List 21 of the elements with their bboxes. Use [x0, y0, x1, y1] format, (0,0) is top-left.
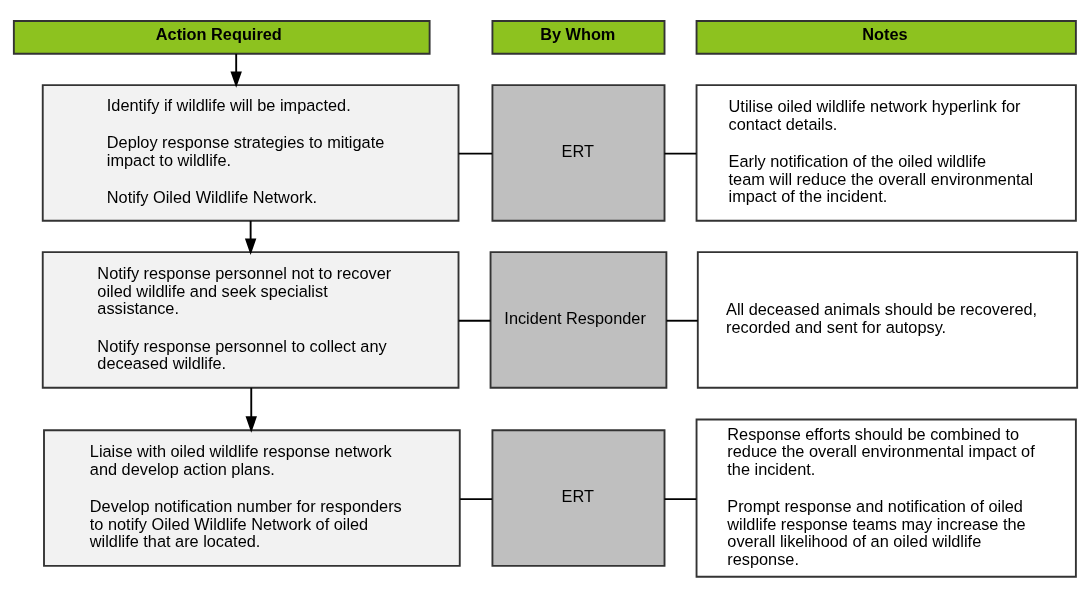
connector: [665, 319, 699, 322]
node-box: Response efforts should be combined to reduce the overall environmental impact of the incident. Prompt response and notification of oiled wildlife response teams may increase the overall likelihood of an oiled wildlife response.: [695, 418, 1077, 578]
connector: [663, 152, 698, 155]
node-box: ERT: [491, 84, 666, 222]
node-box: Identify if wildlife will be impacted. Deploy response strategies to mitigate impact to wildlife. Notify Oiled Wildlife Network.: [41, 84, 460, 222]
node-box: ERT: [491, 429, 666, 567]
node-box: Notify response personnel not to recover oiled wildlife and seek specialist assistance. Notify response personnel to collect any deceased wildlife.: [41, 251, 460, 389]
arrow: [230, 52, 242, 88]
connector: [457, 319, 492, 322]
connector: [663, 498, 698, 501]
connector: [459, 498, 494, 501]
connector: [457, 152, 494, 155]
node-box: All deceased animals should be recovered, recorded and sent for autopsy.: [696, 251, 1079, 389]
arrow: [244, 219, 257, 255]
node-box: Incident Responder: [489, 251, 668, 389]
node-box: Action Required: [12, 20, 431, 55]
node-box: Utilise oiled wildlife network hyperlink for contact details. Early notification of the oiled wildlife team will reduce the overall environmental impact of the incident.: [695, 84, 1077, 222]
node-box: Notes: [695, 20, 1077, 55]
node-box: By Whom: [491, 20, 666, 55]
node-box: Liaise with oiled wildlife response network and develop action plans. Develop notification number for responders to notify Oiled Wildlife Network of oiled wildlife that are located.: [43, 429, 461, 567]
arrow: [245, 386, 257, 433]
